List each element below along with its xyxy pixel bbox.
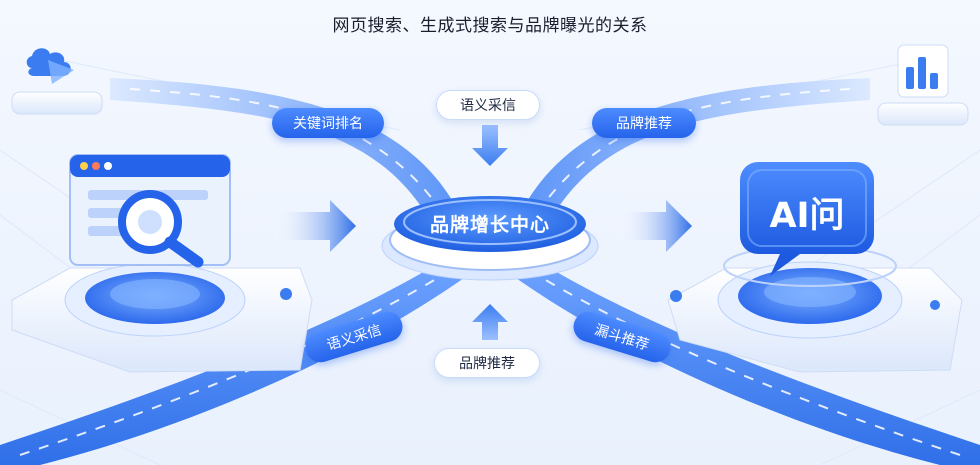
search-browser-icon (11, 154, 313, 373)
page-title: 网页搜索、生成式搜索与品牌曝光的关系 (332, 16, 648, 36)
ai-bubble-text: AI问 (769, 195, 845, 236)
road-bottom-right (502, 262, 980, 465)
cloud-icon (11, 48, 103, 115)
hub-node (381, 196, 599, 281)
arrow-bottom-up (472, 304, 508, 340)
ai-chat-bubble-icon (667, 162, 963, 373)
label-top-right: 品牌推荐 (592, 108, 696, 138)
road-top-left (110, 78, 455, 205)
label-top-center: 语义采信 (436, 90, 540, 120)
arrow-top-down (472, 125, 508, 166)
arrow-hub-to-right (618, 200, 692, 252)
label-top-left: 关键词排名 (272, 108, 384, 138)
road-top-right (525, 78, 870, 205)
label-bottom-center: 品牌推荐 (434, 348, 540, 378)
bar-chart-icon (877, 44, 969, 126)
hub-label: 品牌增长中心 (429, 213, 550, 236)
arrow-left-to-hub (272, 200, 356, 252)
